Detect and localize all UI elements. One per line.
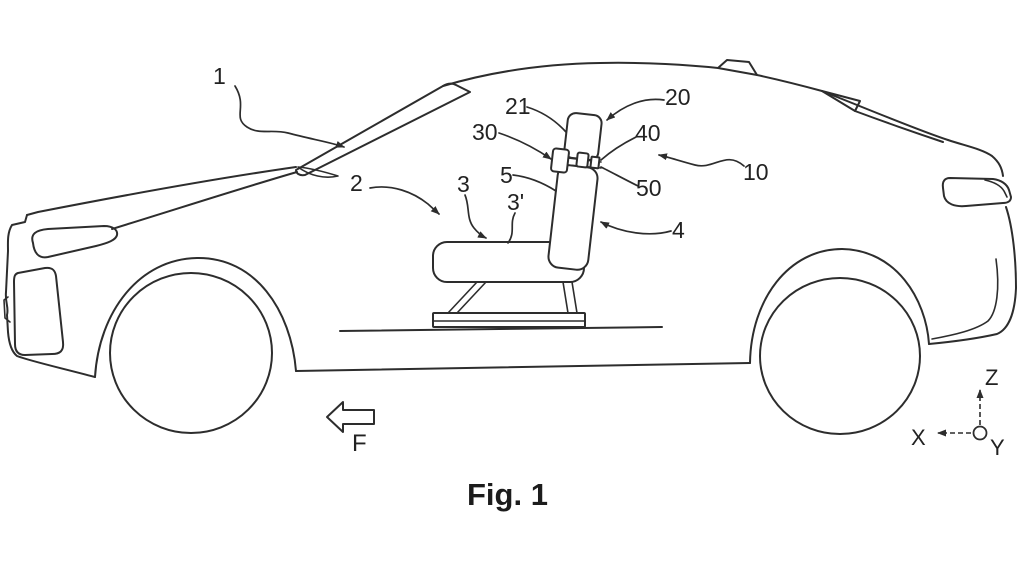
direction-arrow-icon (326, 401, 375, 433)
ref-numeral-10: 10 (743, 159, 769, 185)
front-bumper-notch (3, 296, 11, 323)
taillight-inner (984, 179, 1008, 198)
rear-wheel-arch (749, 248, 930, 364)
rear-bumper (928, 206, 1017, 345)
ref-numeral-3: 3 (457, 171, 470, 197)
fender-line (111, 171, 298, 230)
actuator-box (550, 147, 570, 174)
figure-caption: Fig. 1 (467, 477, 548, 512)
floor-line (339, 326, 663, 332)
ref-numeral-20: 20 (665, 84, 691, 110)
ref-numeral-5: 5 (500, 162, 513, 188)
seat-rail-upper (432, 312, 586, 328)
front-nose (4, 214, 96, 378)
taillight (941, 177, 1012, 208)
front-wheel-arch (94, 256, 297, 378)
leader-40 (600, 136, 637, 161)
a-pillar (295, 82, 471, 177)
rear-roof-line (756, 74, 823, 92)
leader-1 (234, 85, 345, 148)
leader-21 (526, 106, 567, 133)
z-axis-label: Z (985, 365, 998, 390)
reference-numerals: 1 2 3 3' 5 4 10 20 21 30 40 50 (213, 63, 769, 243)
direction-indicator: F (326, 401, 375, 457)
leader-50 (600, 166, 639, 187)
connector-block (575, 151, 590, 169)
rocker-line (295, 362, 751, 372)
ref-numeral-40: 40 (635, 120, 661, 146)
leader-3-prime (507, 212, 516, 244)
ref-numeral-4: 4 (672, 217, 685, 243)
y-axis-label: Y (990, 435, 1005, 460)
seat-front-leg (447, 281, 487, 314)
antenna-fin (717, 59, 758, 76)
leader-30 (498, 132, 552, 160)
rear-bumper-inner (931, 258, 999, 340)
ref-numeral-50: 50 (636, 175, 662, 201)
seat-backrest (547, 164, 599, 271)
axes-origin (972, 425, 988, 441)
leader-lines (234, 85, 745, 244)
ref-numeral-30: 30 (472, 119, 498, 145)
ref-numeral-21: 21 (505, 93, 531, 119)
mirror-sliver (297, 166, 339, 178)
rear-wheel (759, 277, 921, 435)
ref-numeral-2: 2 (350, 170, 363, 196)
rear-window-upper (821, 90, 949, 141)
direction-label: F (352, 430, 367, 457)
roof-line (442, 61, 719, 87)
rear-window-lower (854, 110, 944, 143)
leader-20 (606, 98, 665, 121)
x-axis-label: X (911, 425, 926, 450)
leader-3 (464, 194, 487, 239)
headlight (31, 225, 119, 259)
front-wheel (109, 272, 273, 434)
leader-5 (512, 174, 557, 192)
seat-rear-leg (562, 281, 578, 314)
leader-4 (600, 221, 672, 235)
leader-2 (369, 186, 440, 215)
grille (13, 266, 65, 356)
vehicle-seat (339, 112, 663, 332)
leader-10 (658, 153, 745, 167)
ref-numeral-1: 1 (213, 63, 226, 89)
car-body (3, 59, 1017, 435)
coordinate-axes: Z X Y (911, 365, 1005, 460)
hood-line (26, 166, 297, 216)
fastener-block (589, 155, 601, 170)
trunk-edge (947, 139, 1004, 177)
ref-numeral-3-prime: 3' (507, 189, 524, 215)
